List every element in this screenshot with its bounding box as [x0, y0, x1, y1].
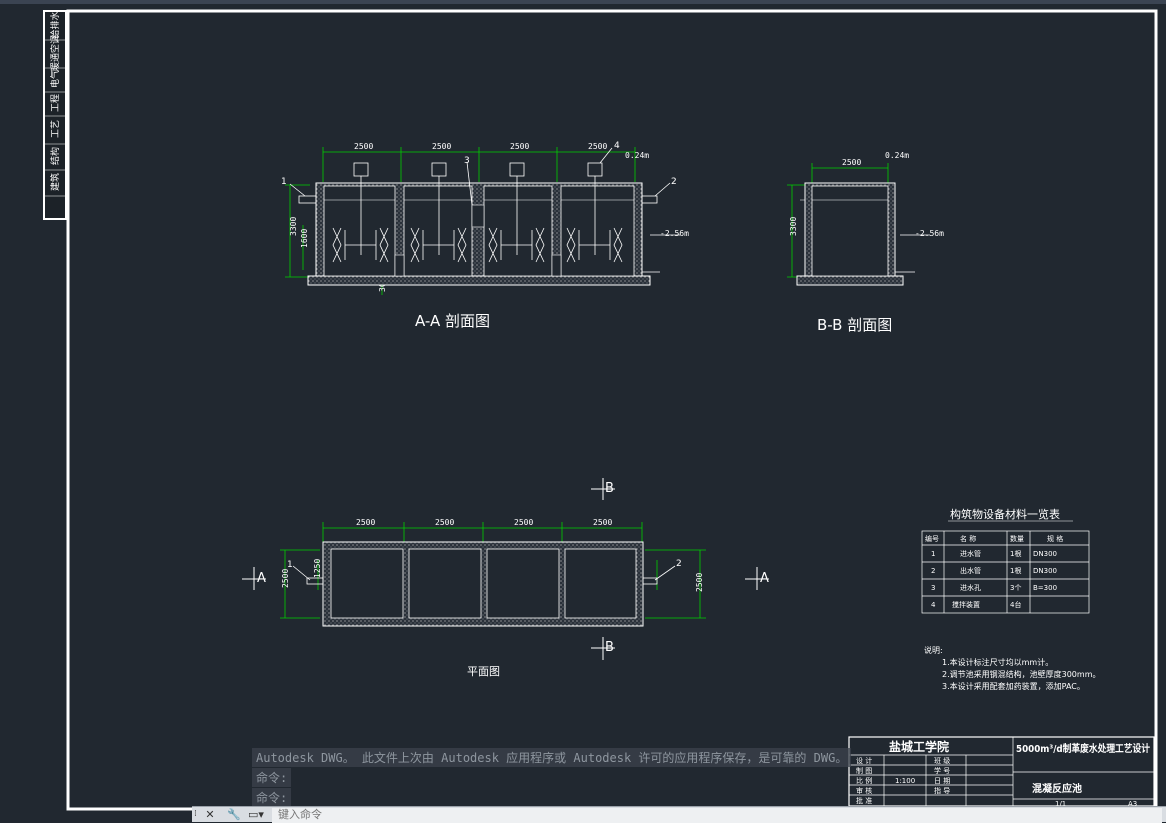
level-label: 0.24m	[885, 151, 909, 160]
tab-label: 建筑	[49, 173, 61, 191]
plan-title: 平面图	[467, 665, 500, 678]
command-input[interactable]	[272, 808, 1162, 823]
dim-label: 2500	[510, 142, 529, 151]
table-cell: 1	[931, 550, 935, 558]
table-cell: 1根	[1010, 566, 1021, 575]
section-marker: B	[605, 481, 614, 496]
notes-title: 说明:	[924, 645, 943, 655]
callout: 1	[281, 177, 287, 187]
table-cell: 出水管	[960, 566, 981, 575]
tb-value: 1:100	[895, 777, 915, 785]
callout: 2	[671, 177, 677, 187]
callout: 2	[676, 559, 682, 569]
section-marker: A	[760, 571, 769, 586]
tb-label: 制 图	[856, 766, 872, 775]
dim-label: 2500	[435, 518, 454, 527]
dim-label: 2500	[514, 518, 533, 527]
dim-label: 1600	[300, 229, 309, 248]
table-header: 编号	[925, 534, 939, 543]
table-cell: 进水孔	[960, 583, 981, 592]
section-marker: B	[605, 640, 614, 655]
dim-label: 2500	[356, 518, 375, 527]
table-header: 规 格	[1047, 534, 1063, 543]
close-icon[interactable]: ✕	[205, 808, 215, 821]
grip-handle-icon[interactable]: ⁞	[194, 809, 197, 819]
dim-label: 2500	[695, 573, 704, 592]
dim-label: 3300	[289, 217, 298, 236]
drawing-name: 混凝反应池	[1032, 782, 1082, 795]
table-title: 构筑物设备材料一览表	[950, 507, 1060, 521]
tb-label: 学 号	[934, 766, 950, 775]
dim-label: 2500	[588, 142, 607, 151]
table-cell: 4台	[1010, 600, 1021, 609]
command-history-line: 命令:	[252, 788, 292, 807]
table-cell: DN300	[1033, 550, 1057, 558]
dim-label: 2500	[842, 158, 861, 167]
tab-label: 结构	[49, 147, 61, 165]
level-label: -2.56m	[915, 229, 944, 238]
section-aa-title: A-A 剖面图	[415, 312, 490, 330]
tab-label: 暖通空调	[49, 35, 61, 71]
section-aa: 2500 2500 2500 2500 3300 1600 2000 4500 …	[281, 141, 888, 330]
table-cell: 4	[931, 601, 936, 609]
title-block: 盐城工学院 5000m³/d制革废水处理工艺设计 混凝反应池 设 计 班 级 制…	[848, 736, 1155, 808]
material-table: 构筑物设备材料一览表 编号 名 称 数量 规 格 1 进水管 1根 DN300 …	[921, 507, 1090, 614]
section-bb-title: B-B 剖面图	[817, 316, 892, 334]
note-line: 1.本设计标注尺寸均以mm计。	[942, 657, 1053, 667]
tb-label: 审 核	[856, 786, 872, 795]
tb-value: 1/1	[1055, 800, 1066, 808]
tb-label: 设 计	[856, 756, 872, 765]
table-cell: 2	[931, 567, 935, 575]
tb-label: 批 准	[856, 796, 872, 805]
section-marker: A	[257, 571, 266, 586]
tab-label: 给排水	[49, 11, 61, 38]
callout: 4	[614, 141, 620, 151]
tb-label: 班 级	[934, 756, 950, 765]
tab-label: 工程	[50, 94, 61, 112]
note-line: 3.本设计采用配套加药装置，添加PAC。	[942, 681, 1085, 691]
dim-label: 2500	[354, 142, 373, 151]
tb-value: A3	[1128, 800, 1137, 808]
command-bar: ⁞ ✕ 🔧 ▭▾	[192, 806, 1166, 823]
left-tab-strip: 给排水 暖通空调 电气 工程 工艺 结构 建筑	[43, 10, 67, 220]
note-line: 2.调节池采用钢混结构，池壁厚度300mm。	[942, 669, 1101, 679]
dim-label: 1250	[313, 559, 322, 578]
callout: 3	[464, 156, 470, 166]
level-label: 0.24m	[625, 151, 649, 160]
callout: 1	[287, 560, 293, 570]
tb-label: 指 导	[934, 786, 950, 795]
recent-commands-icon[interactable]: ▭▾	[248, 808, 264, 821]
top-toolbar-strip	[0, 0, 1166, 4]
dim-label: 3300	[789, 217, 798, 236]
table-cell: 1根	[1010, 549, 1021, 558]
dim-label: 2500	[432, 142, 451, 151]
table-cell: 进水管	[960, 549, 981, 558]
tb-label: 比 例	[856, 776, 872, 785]
dim-label: 2500	[593, 518, 612, 527]
tab-label: 电气	[49, 70, 61, 88]
table-cell: 搅拌装置	[952, 600, 980, 609]
table-header: 名 称	[960, 534, 976, 543]
school-name: 盐城工学院	[889, 739, 949, 754]
table-header: 数量	[1010, 534, 1024, 543]
level-label: -2.56m	[660, 229, 689, 238]
table-cell: 3个	[1010, 584, 1021, 592]
section-bb: 2500 3300 0.24m -2.56m B-B 剖面图	[787, 151, 944, 334]
tb-label: 日 期	[934, 777, 950, 785]
table-cell: DN300	[1033, 567, 1057, 575]
project-name: 5000m³/d制革废水处理工艺设计	[1016, 742, 1150, 755]
command-history-line: 命令:	[252, 768, 292, 787]
tab-label: 工艺	[50, 120, 61, 138]
table-cell: 3	[931, 584, 935, 592]
command-history-line: Autodesk DWG。 此文件上次由 Autodesk 应用程序或 Auto…	[252, 748, 852, 767]
plan-view: 2500 2500 2500 2500 2500 1250 2500 1 2	[242, 478, 769, 678]
dim-label: 2500	[281, 569, 290, 588]
table-cell: B=300	[1033, 584, 1057, 592]
wrench-icon[interactable]: 🔧	[227, 808, 241, 821]
notes: 说明: 1.本设计标注尺寸均以mm计。 2.调节池采用钢混结构，池壁厚度300m…	[924, 645, 1101, 691]
